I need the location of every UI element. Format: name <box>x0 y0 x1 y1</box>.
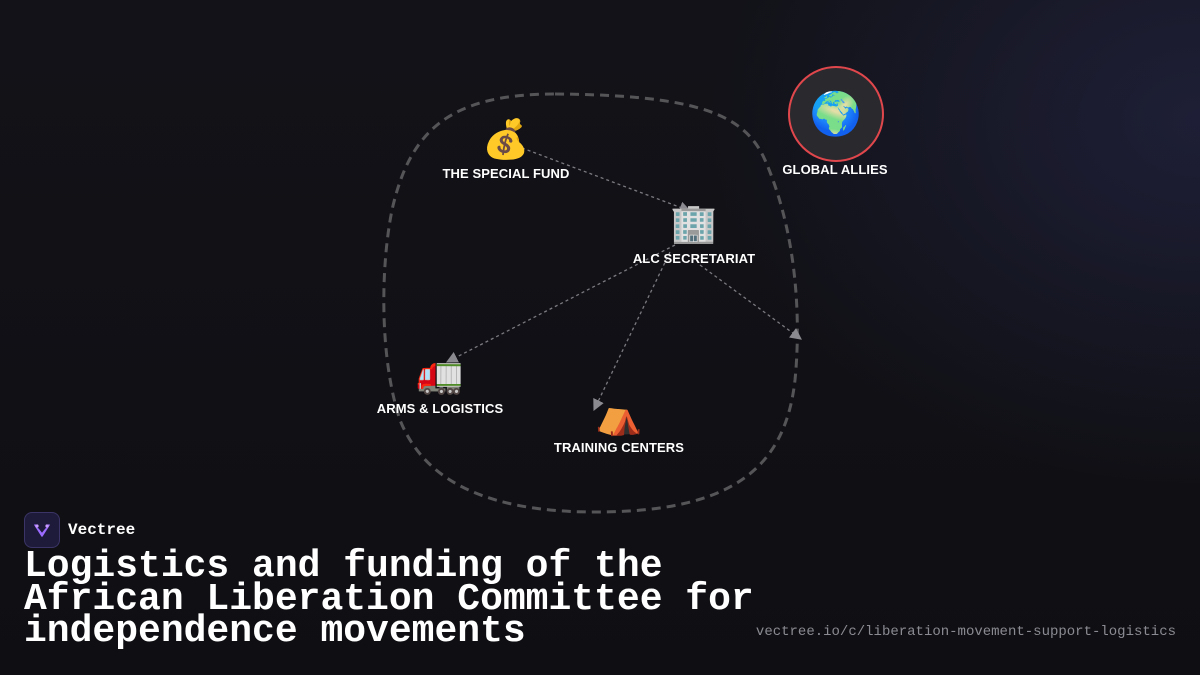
edge-secretariat-to-training <box>593 251 671 412</box>
node-special-fund-label: THE SPECIAL FUND <box>442 166 570 181</box>
vectree-logo-icon <box>24 512 60 548</box>
source-url[interactable]: vectree.io/c/liberation-movement-support… <box>755 624 1176 640</box>
node-arms-logistics-label: ARMS & LOGISTICS <box>376 401 504 416</box>
node-special-fund[interactable]: 💰 THE SPECIAL FUND <box>386 117 626 181</box>
node-global-allies[interactable]: GLOBAL ALLIES <box>715 162 955 177</box>
money-bag-icon: 💰 <box>482 117 530 161</box>
globe-icon: 🌍 <box>809 89 863 138</box>
brand[interactable]: Vectree <box>24 512 135 548</box>
truck-icon: 🚛 <box>416 352 464 396</box>
page-title: Logistics and funding of the African Lib… <box>24 545 754 653</box>
node-arms-logistics[interactable]: 🚛 ARMS & LOGISTICS <box>320 352 560 416</box>
brand-name: Vectree <box>68 521 136 539</box>
node-training-centers[interactable]: ⛺ TRAINING CENTERS <box>499 393 739 455</box>
edge-secretariat-to-allies <box>699 264 802 340</box>
node-global-allies-circle[interactable]: 🌍 <box>788 66 884 162</box>
enclosure-loop <box>382 92 799 514</box>
edge-secretariat-to-arms <box>445 244 676 363</box>
node-secretariat-label: ALC SECRETARIAT <box>632 251 756 266</box>
node-training-centers-label: TRAINING CENTERS <box>553 440 685 455</box>
node-secretariat[interactable]: 🏢 ALC SECRETARIAT <box>574 201 814 266</box>
tent-icon: ⛺ <box>595 393 643 437</box>
node-global-allies-label: GLOBAL ALLIES <box>782 162 888 177</box>
office-building-icon: 🏢 <box>670 201 718 245</box>
